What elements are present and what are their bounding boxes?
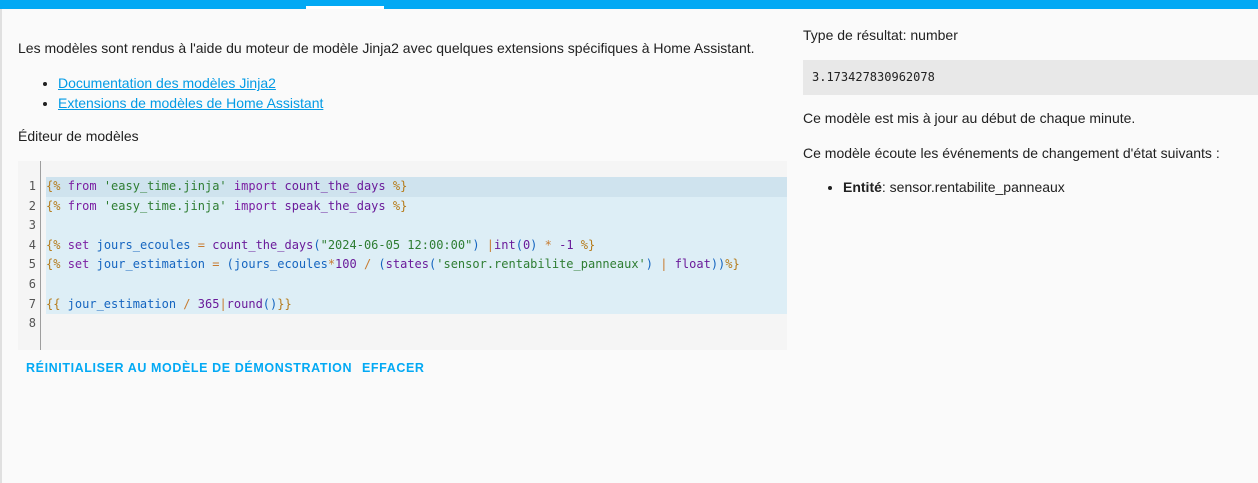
line-number: 1 — [28, 179, 36, 193]
line-number: 2 — [28, 198, 36, 213]
line-number: 7 — [28, 296, 36, 311]
code-text: {% set jour_estimation = (jours_ecoules*… — [46, 255, 787, 275]
code-text: {% from 'easy_time.jinja' import speak_t… — [46, 196, 787, 217]
editor-gutter — [18, 161, 41, 350]
entity-value: : sensor.rentabilite_panneaux — [881, 179, 1065, 195]
line-number: 5 — [28, 257, 36, 272]
code-line[interactable]: 6 — [18, 274, 787, 295]
entity-list: Entité: sensor.rentabilite_panneaux — [803, 177, 1065, 197]
docs-links: Documentation des modèles Jinja2 Extensi… — [18, 73, 323, 113]
list-item: Entité: sensor.rentabilite_panneaux — [843, 177, 1065, 197]
code-line[interactable]: 4 {% set jours_ecoules = count_the_days(… — [18, 235, 787, 256]
code-line[interactable]: 2 {% from 'easy_time.jinja' import speak… — [18, 196, 787, 217]
result-box: 3.173427830962078 — [803, 60, 1258, 95]
top-app-bar — [0, 0, 1258, 9]
code-text: {{ jour_estimation / 365|round()}} — [46, 294, 787, 315]
code-lines: 1 {% from 'easy_time.jinja' import count… — [18, 177, 787, 334]
code-line[interactable]: 8 — [18, 314, 787, 334]
code-line[interactable]: 3 — [18, 216, 787, 236]
code-text — [46, 314, 787, 334]
code-editor[interactable]: 1 {% from 'easy_time.jinja' import count… — [18, 161, 787, 350]
result-type: Type de résultat: number — [803, 27, 958, 43]
line-number: 8 — [28, 316, 36, 331]
list-item: Documentation des modèles Jinja2 — [58, 73, 323, 93]
line-number: 4 — [28, 237, 36, 252]
code-text — [46, 274, 787, 295]
ha-extensions-link[interactable]: Extensions de modèles de Home Assistant — [58, 95, 324, 111]
active-tab-indicator — [306, 6, 384, 9]
update-info: Ce modèle est mis à jour au début de cha… — [803, 110, 1136, 126]
code-line[interactable]: 5 {% set jour_estimation = (jours_ecoule… — [18, 255, 787, 275]
code-line[interactable]: 1 {% from 'easy_time.jinja' import count… — [18, 177, 787, 197]
list-item: Extensions de modèles de Home Assistant — [58, 93, 323, 113]
code-text — [46, 216, 787, 236]
intro-text: Les modèles sont rendus à l'aide du mote… — [18, 40, 755, 56]
listen-info: Ce modèle écoute les événements de chang… — [803, 145, 1220, 161]
editor-title: Éditeur de modèles — [18, 128, 139, 144]
sidebar-edge — [0, 9, 2, 483]
result-value: 3.173427830962078 — [812, 70, 935, 84]
jinja-docs-link[interactable]: Documentation des modèles Jinja2 — [58, 75, 276, 91]
entity-label: Entité — [843, 179, 882, 195]
code-line[interactable]: 7 {{ jour_estimation / 365|round()}} — [18, 294, 787, 315]
reset-demo-button[interactable]: RÉINITIALISER AU MODÈLE DE DÉMONSTRATION — [26, 361, 353, 375]
code-text: {% from 'easy_time.jinja' import count_t… — [46, 177, 787, 197]
code-text: {% set jours_ecoules = count_the_days("2… — [46, 235, 787, 256]
clear-button[interactable]: EFFACER — [362, 361, 425, 375]
line-number: 3 — [28, 218, 36, 233]
line-number: 6 — [28, 276, 36, 291]
